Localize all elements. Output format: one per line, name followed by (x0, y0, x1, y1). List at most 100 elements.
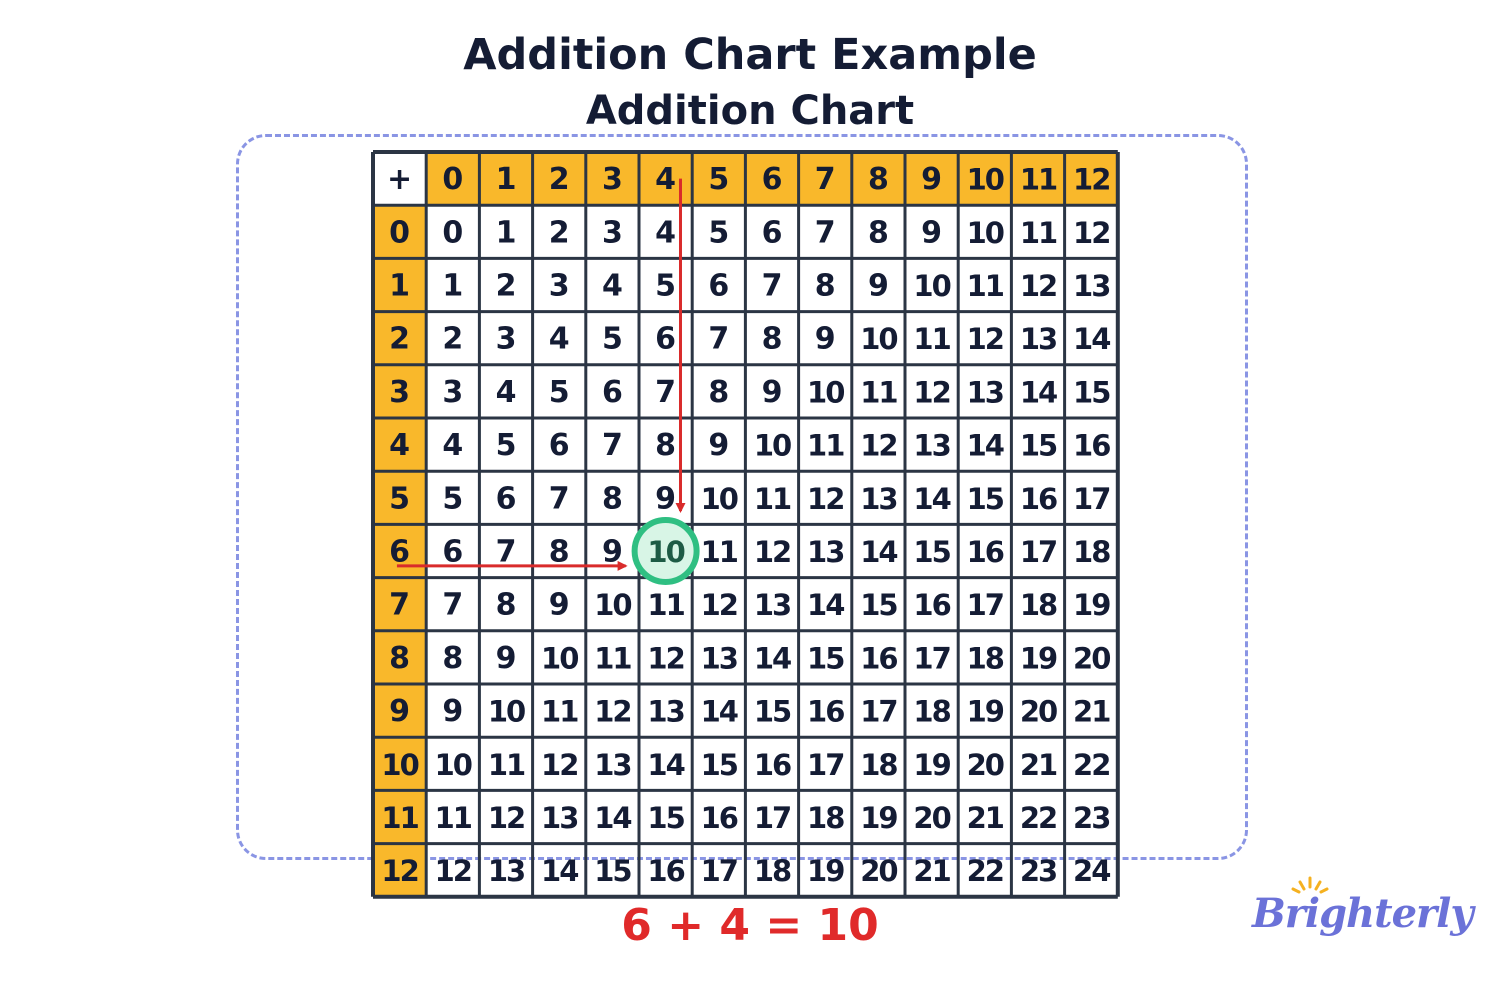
sum-cell: 4 (442, 428, 463, 463)
sum-cell: 11 (807, 429, 844, 463)
sum-cell: 13 (541, 801, 577, 835)
sum-cell: 15 (913, 535, 950, 569)
sum-cell: 10 (754, 429, 791, 463)
row-header: 6 (389, 535, 410, 570)
sum-cell: 5 (655, 269, 676, 304)
sum-cell: 9 (762, 375, 783, 410)
sum-cell: 11 (913, 322, 950, 356)
sum-cell: 18 (967, 641, 1004, 675)
sum-cell: 12 (807, 482, 843, 516)
sum-cell: 8 (496, 588, 517, 623)
row-header-cell (373, 258, 427, 312)
column-header-cell (585, 152, 639, 206)
sum-cell: 8 (708, 375, 729, 410)
column-header: 4 (655, 162, 676, 197)
sum-cell: 16 (860, 641, 897, 675)
column-header: 0 (442, 162, 463, 197)
sum-cell: 14 (967, 429, 1004, 463)
row-header-cell (373, 471, 427, 525)
row-header-cell (373, 418, 427, 472)
sum-cell: 21 (1020, 748, 1057, 782)
sum-cell: 9 (602, 535, 623, 570)
sum-cell: 2 (442, 322, 463, 357)
column-header: 7 (815, 162, 836, 197)
table-grid (371, 150, 1120, 899)
column-header-cell (958, 152, 1012, 206)
sum-cell: 9 (655, 481, 676, 516)
column-header-cell (639, 152, 693, 206)
sum-cell: 7 (708, 322, 729, 357)
sum-cell: 19 (1020, 641, 1057, 675)
sum-cell: 15 (807, 641, 844, 675)
sum-cell: 14 (754, 641, 791, 675)
row-header-cell (373, 630, 427, 684)
column-header: 6 (762, 162, 783, 197)
sum-cell: 18 (807, 801, 844, 835)
row-header-cell (373, 205, 427, 259)
sum-cell: 10 (594, 588, 631, 622)
sum-cell: 8 (442, 641, 463, 676)
sum-cell: 18 (860, 748, 897, 782)
column-header: 10 (967, 163, 1004, 197)
sum-cell: 20 (967, 748, 1004, 782)
sum-cell: 19 (913, 748, 950, 782)
sum-cell: 17 (807, 748, 843, 782)
sum-cell: 23 (1073, 801, 1109, 835)
sum-cell: 6 (655, 322, 676, 357)
sum-cell: 19 (1073, 588, 1110, 622)
sum-cell: 8 (868, 215, 889, 250)
sum-cell: 7 (496, 535, 517, 570)
sum-cell: 6 (762, 215, 783, 250)
sum-cell: 14 (701, 695, 738, 729)
sum-cell: 3 (442, 375, 463, 410)
column-header: 2 (549, 162, 570, 197)
sum-cell: 12 (1020, 269, 1056, 303)
sum-cell: 21 (1073, 695, 1110, 729)
sum-cell: 11 (488, 748, 525, 782)
dashed-frame (236, 134, 1248, 860)
row-header: 1 (389, 269, 410, 304)
sum-cell: 13 (1020, 322, 1056, 356)
sum-cell: 7 (602, 428, 623, 463)
sum-cell: 13 (860, 482, 896, 516)
column-header-cell (745, 152, 799, 206)
sum-cell: 16 (913, 588, 950, 622)
sum-cell: 3 (549, 269, 570, 304)
sum-cell: 11 (435, 801, 472, 835)
sum-cell: 10 (807, 375, 844, 409)
sum-cell: 11 (967, 269, 1004, 303)
sum-cell: 13 (488, 854, 524, 888)
sum-cell: 13 (967, 375, 1003, 409)
sum-cell: 19 (807, 854, 844, 888)
sum-cell: 15 (701, 748, 738, 782)
sum-cell: 18 (754, 854, 791, 888)
highlight-ring (631, 517, 700, 585)
row-header-cell (373, 843, 427, 897)
column-header-cell (851, 152, 905, 206)
sum-cell: 12 (435, 854, 471, 888)
column-header: 12 (1073, 163, 1109, 197)
sum-cell: 6 (442, 535, 463, 570)
sum-cell: 20 (1020, 695, 1057, 729)
page-title: Addition Chart Example (463, 30, 1037, 80)
sum-cell: 10 (435, 748, 472, 782)
sum-cell: 6 (602, 375, 623, 410)
row-header: 0 (389, 215, 410, 250)
sum-cell: 17 (860, 695, 896, 729)
sum-cell: 0 (442, 215, 463, 250)
column-header: 1 (496, 162, 517, 197)
sum-cell: 12 (594, 695, 630, 729)
sum-cell: 10 (913, 269, 950, 303)
sum-cell: 19 (967, 695, 1004, 729)
sum-cell: 20 (860, 854, 897, 888)
row-header-cell (373, 577, 427, 631)
highlight-overlay (396, 178, 686, 571)
row-header-cell (373, 524, 427, 578)
sum-cell: 14 (807, 588, 844, 622)
sum-cell: 9 (868, 269, 889, 304)
sum-cell: 12 (754, 535, 790, 569)
row-header-cell (373, 311, 427, 365)
sum-cell: 15 (1073, 375, 1110, 409)
row-header-cell (373, 790, 427, 844)
